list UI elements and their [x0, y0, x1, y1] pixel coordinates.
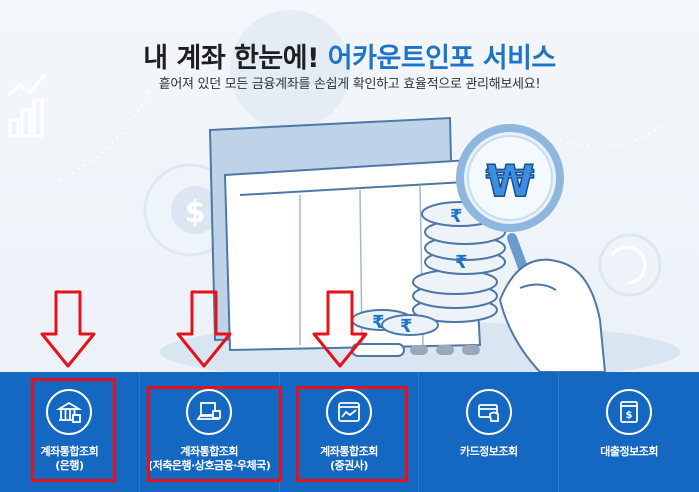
- svg-text:₩: ₩: [486, 156, 535, 207]
- svg-text:₹: ₹: [372, 312, 385, 333]
- loan-document-icon: $: [606, 389, 653, 435]
- svg-text:₹: ₹: [455, 252, 468, 273]
- page-subtitle: 흩어져 있던 모든 금융계좌를 손쉽게 확인하고 효율적으로 관리해보세요!: [158, 77, 541, 92]
- hero-illustration: $ ₹ ₹: [143, 10, 680, 372]
- title-accent: 어카운트인포 서비스: [327, 43, 556, 74]
- menu-item-securities-account[interactable]: 계좌통합조회 (증권사): [280, 372, 420, 492]
- pointer-arrow-3: [312, 290, 368, 368]
- pointer-arrow-1: [40, 290, 96, 368]
- svg-text:$: $: [185, 195, 206, 230]
- menu-label: 계좌통합조회 (저축은행·상호금융·우체국): [148, 445, 271, 472]
- stock-chart-icon: [325, 389, 372, 435]
- menu-label: 대출정보조회: [600, 445, 658, 458]
- svg-text:₹: ₹: [450, 206, 463, 227]
- computer-icon: [186, 389, 233, 435]
- menu-item-bank-account[interactable]: 계좌통합조회 (은행): [0, 372, 140, 492]
- title-primary: 내 계좌 한눈에!: [143, 43, 328, 74]
- menu-item-loan-info[interactable]: $ 대출정보조회: [559, 372, 699, 492]
- highlight-box-3: [296, 386, 408, 482]
- pointer-arrow-2: [176, 290, 232, 368]
- page-title: 내 계좌 한눈에! 어카운트인포 서비스: [0, 36, 699, 75]
- menu-label: 계좌통합조회 (은행): [40, 445, 99, 472]
- menu-label: 계좌통합조회 (증권사): [320, 445, 378, 472]
- bank-icon: [46, 389, 93, 435]
- menu-label: 카드정보조회: [459, 445, 518, 458]
- menu-item-savings-account[interactable]: 계좌통합조회 (저축은행·상호금융·우체국): [140, 372, 280, 492]
- svg-text:₹: ₹: [400, 316, 413, 337]
- highlight-box-2: [147, 386, 282, 482]
- svg-text:$: $: [626, 410, 633, 421]
- highlight-box-1: [31, 378, 116, 482]
- menu-item-card-info[interactable]: 카드정보조회: [419, 372, 560, 492]
- service-menu-bar: 계좌통합조회 (은행) 계좌통합조회 (저축은행·상호금융·우체국): [0, 372, 699, 492]
- card-icon: [465, 389, 512, 435]
